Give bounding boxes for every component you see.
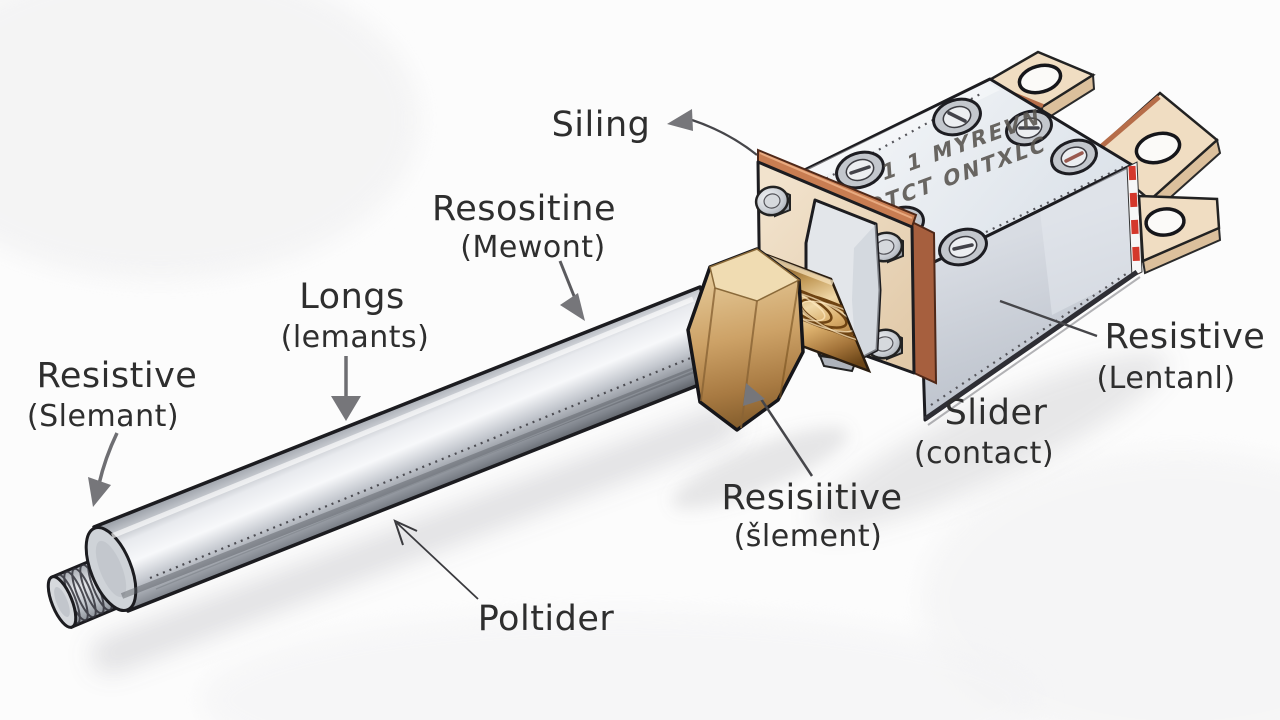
label-longs-line2: (lemants) <box>281 320 430 355</box>
label-resositine: Resositine (Mewont) <box>432 189 616 321</box>
label-resistive-right-line1: Resistive <box>1105 317 1266 357</box>
tab-hole <box>1017 63 1063 95</box>
label-resisiitive-line1: Resisiitive <box>721 478 902 518</box>
label-siling: Siling <box>552 105 758 156</box>
label-resistive-right-line2: (Lentanl) <box>1096 361 1235 396</box>
terminal-tab-right <box>1137 194 1222 275</box>
screw <box>938 227 988 267</box>
label-slider: Slider (contact) <box>914 393 1054 471</box>
label-slider-line2: (contact) <box>914 436 1054 471</box>
tab-hole <box>1144 207 1186 237</box>
screw <box>1050 138 1098 176</box>
arrowhead <box>393 519 418 546</box>
label-siling-text: Siling <box>552 105 651 145</box>
callouts: Siling Resositine (Mewont) Longs (lemant… <box>27 105 1265 639</box>
label-longs: Longs (lemants) <box>281 277 430 421</box>
shaft-seam-dotted <box>149 351 704 580</box>
label-poltider-text: Poltider <box>478 599 615 639</box>
label-longs-line1: Longs <box>299 277 404 317</box>
label-resisiitive-line2: (šlement) <box>734 519 883 554</box>
label-resistive-left: Resistive (Slemant) <box>27 356 197 507</box>
label-resisiitive: Resisiitive (šlement) <box>721 383 902 554</box>
screw <box>932 97 982 137</box>
label-resistive-left-line2: (Slemant) <box>27 399 179 434</box>
tab-hole <box>1134 131 1182 165</box>
arrowhead <box>560 293 585 321</box>
hex-nut <box>686 247 805 432</box>
plate-screw <box>754 185 791 218</box>
label-slider-line1: Slider <box>945 393 1048 433</box>
label-resositine-line1: Resositine <box>432 189 616 229</box>
label-resistive-left-line1: Resistive <box>37 356 198 396</box>
label-resistive-right: Resistive (Lentanl) <box>999 299 1266 396</box>
screw <box>1005 109 1053 147</box>
arrowhead <box>743 383 765 406</box>
striped-edge <box>1126 161 1143 278</box>
label-poltider: Poltider <box>393 519 615 639</box>
arrowhead <box>88 477 111 507</box>
dotted-lines <box>799 91 1127 406</box>
arrowhead <box>667 109 693 131</box>
arrowhead <box>331 396 361 421</box>
label-resositine-line2: (Mewont) <box>460 230 605 265</box>
screw <box>835 150 885 190</box>
